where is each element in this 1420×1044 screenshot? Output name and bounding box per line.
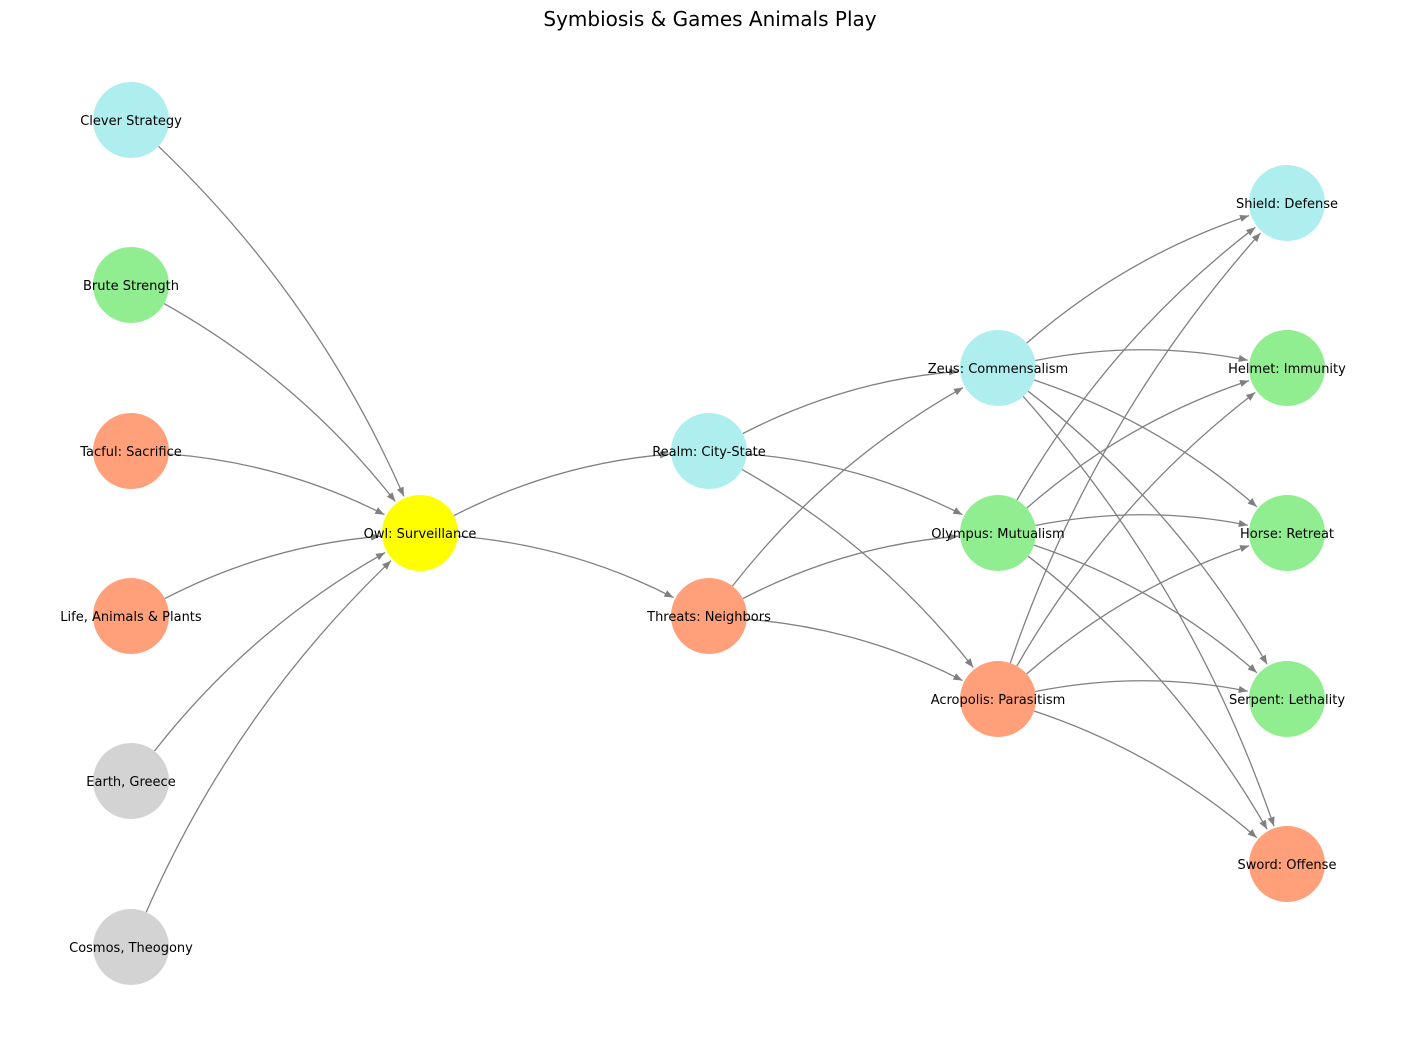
- node-owl: Owl: Surveillance: [364, 495, 477, 571]
- node-life-label: Life, Animals & Plants: [60, 610, 202, 625]
- node-horse-label: Horse: Retreat: [1240, 527, 1334, 542]
- diagram-title: Symbiosis & Games Animals Play: [543, 7, 876, 31]
- node-earth: Earth, Greece: [86, 743, 176, 819]
- edge-acropolis-to-sword: [1033, 710, 1258, 839]
- edge-olympus-to-helmet: [1026, 379, 1250, 509]
- node-cosmos: Cosmos, Theogony: [69, 909, 193, 985]
- edge-olympus-to-horse: [1035, 514, 1248, 527]
- edge-cosmos-to-owl: [145, 560, 392, 913]
- node-life: Life, Animals & Plants: [60, 578, 202, 654]
- edge-realm-to-zeus: [742, 368, 959, 435]
- node-zeus-circle: [960, 330, 1036, 406]
- node-helmet: Helmet: Immunity: [1228, 330, 1346, 406]
- edge-brute-to-owl: [163, 303, 396, 502]
- node-owl-label: Owl: Surveillance: [364, 527, 477, 542]
- edge-owl-to-threats: [457, 535, 674, 599]
- node-acropolis-label: Acropolis: Parasitism: [931, 693, 1066, 708]
- node-cosmos-label: Cosmos, Theogony: [69, 941, 193, 956]
- edge-realm-to-olympus: [746, 453, 963, 516]
- node-zeus-label: Zeus: Commensalism: [928, 362, 1068, 377]
- node-horse-circle: [1249, 495, 1325, 571]
- node-shield: Shield: Defense: [1236, 165, 1338, 241]
- node-horse: Horse: Retreat: [1240, 495, 1334, 571]
- node-brute-circle: [93, 247, 169, 323]
- edge-threats-to-zeus: [731, 387, 964, 587]
- node-tacful-circle: [93, 413, 169, 489]
- node-brute: Brute Strength: [83, 247, 179, 323]
- edge-owl-to-realm: [453, 451, 670, 517]
- edge-zeus-to-helmet: [1035, 349, 1248, 362]
- edge-acropolis-to-serpent: [1035, 680, 1248, 693]
- node-realm-label: Realm: City-State: [652, 445, 766, 460]
- node-earth-label: Earth, Greece: [86, 775, 175, 790]
- node-life-circle: [93, 578, 169, 654]
- node-realm: Realm: City-State: [652, 413, 766, 489]
- edge-earth-to-owl: [153, 552, 386, 752]
- node-olympus-label: Olympus: Mutualism: [931, 527, 1064, 542]
- node-earth-circle: [93, 743, 169, 819]
- node-acropolis-circle: [960, 661, 1036, 737]
- node-tacful: Tacful: Sacrifice: [79, 413, 182, 489]
- node-realm-circle: [671, 413, 747, 489]
- node-threats-circle: [671, 578, 747, 654]
- node-helmet-circle: [1249, 330, 1325, 406]
- node-serpent-circle: [1249, 661, 1325, 737]
- edge-tacful-to-owl: [168, 453, 385, 516]
- edge-acropolis-to-horse: [1026, 545, 1250, 675]
- node-threats-label: Threats: Neighbors: [646, 610, 771, 625]
- node-olympus-circle: [960, 495, 1036, 571]
- node-sword: Sword: Offense: [1238, 826, 1337, 902]
- node-shield-circle: [1249, 165, 1325, 241]
- node-sword-circle: [1249, 826, 1325, 902]
- node-serpent: Serpent: Lethality: [1229, 661, 1345, 737]
- node-zeus: Zeus: Commensalism: [928, 330, 1068, 406]
- node-sword-label: Sword: Offense: [1238, 858, 1337, 873]
- node-tacful-label: Tacful: Sacrifice: [79, 445, 182, 460]
- edge-threats-to-acropolis: [746, 618, 963, 682]
- node-cosmos-circle: [93, 909, 169, 985]
- edge-olympus-to-shield: [1016, 226, 1256, 501]
- edge-threats-to-olympus: [742, 533, 959, 600]
- node-brute-label: Brute Strength: [83, 279, 179, 294]
- edge-zeus-to-sword: [1022, 395, 1275, 827]
- node-acropolis: Acropolis: Parasitism: [931, 661, 1066, 737]
- node-clever-circle: [93, 82, 169, 158]
- edge-zeus-to-shield: [1026, 214, 1250, 344]
- edge-zeus-to-horse: [1033, 379, 1258, 508]
- node-helmet-label: Helmet: Immunity: [1228, 362, 1346, 377]
- node-clever: Clever Strategy: [80, 82, 182, 158]
- edge-clever-to-owl: [158, 145, 405, 497]
- edge-acropolis-to-helmet: [1016, 391, 1256, 667]
- edge-life-to-owl: [164, 533, 381, 600]
- edge-olympus-to-serpent: [1033, 544, 1258, 674]
- node-olympus: Olympus: Mutualism: [931, 495, 1065, 571]
- node-threats: Threats: Neighbors: [646, 578, 771, 654]
- edge-acropolis-to-shield: [1009, 232, 1261, 664]
- node-serpent-label: Serpent: Lethality: [1229, 693, 1345, 708]
- edges-layer: [145, 145, 1275, 913]
- node-owl-circle: [382, 495, 458, 571]
- node-shield-label: Shield: Defense: [1236, 197, 1338, 212]
- edge-realm-to-acropolis: [741, 469, 974, 668]
- node-clever-label: Clever Strategy: [80, 114, 182, 129]
